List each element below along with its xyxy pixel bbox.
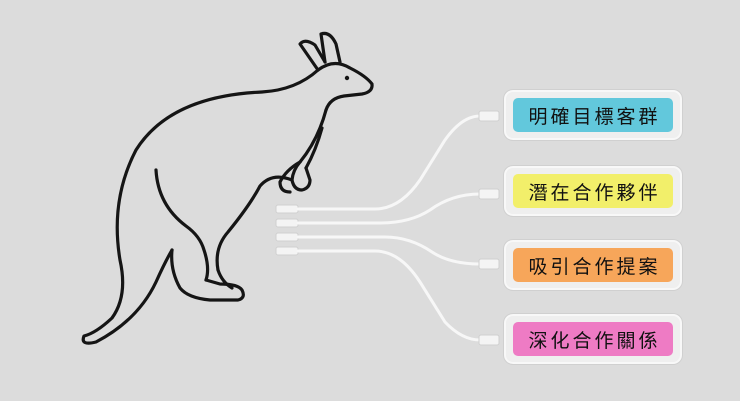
kangaroo-icon bbox=[81, 31, 374, 345]
item-card-1: 明確目標客群 bbox=[504, 90, 682, 140]
usb-cable-icon bbox=[275, 204, 299, 256]
card-plugs bbox=[478, 110, 500, 346]
item-label-1: 明確目標客群 bbox=[513, 98, 673, 132]
item-label-4: 深化合作關係 bbox=[513, 322, 673, 356]
item-label-3: 吸引合作提案 bbox=[513, 248, 673, 282]
item-card-3: 吸引合作提案 bbox=[504, 240, 682, 290]
item-card-4: 深化合作關係 bbox=[504, 314, 682, 364]
item-label-2: 潛在合作夥伴 bbox=[513, 174, 673, 208]
item-card-2: 潛在合作夥伴 bbox=[504, 166, 682, 216]
connector-lines bbox=[296, 114, 482, 342]
